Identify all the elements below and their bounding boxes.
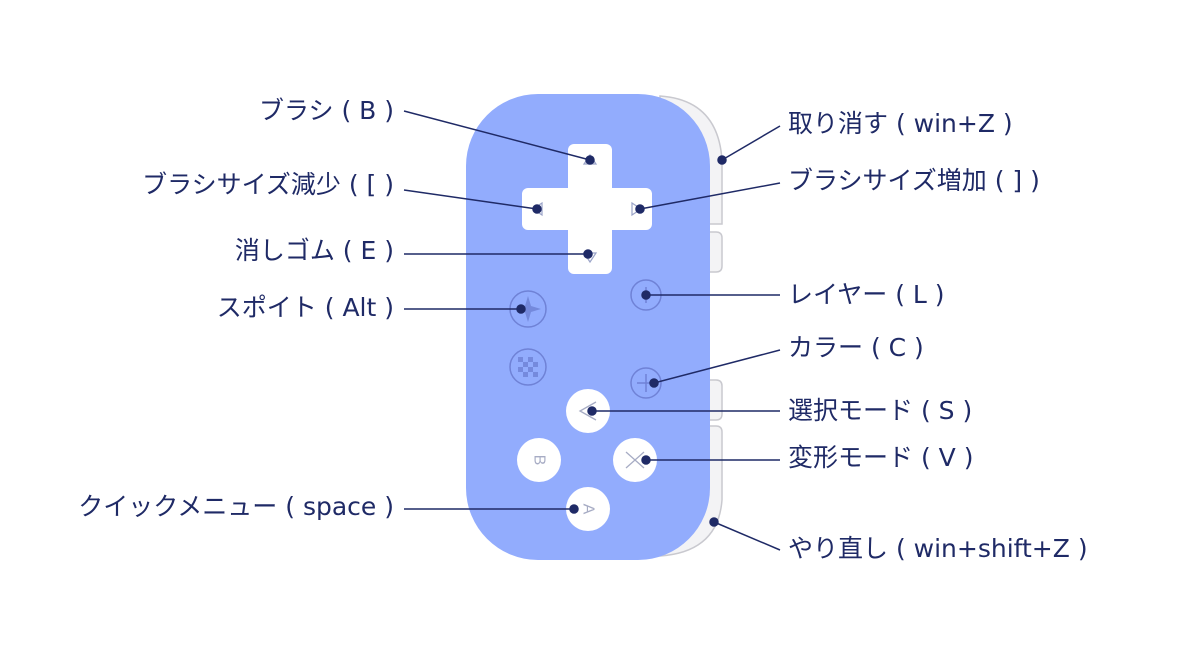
callout-dot-color [649,378,659,388]
callout-dot-select-mode [587,406,597,416]
label-eraser: 消しゴム ( E ) [234,236,394,265]
a-button-label: A [580,504,597,515]
b-button-label: B [531,455,548,466]
x-icon [625,451,645,469]
callout-dot-brush-size-up [635,204,645,214]
pattern-button[interactable] [509,348,547,386]
label-transform-mode: 変形モード ( V ) [788,443,974,472]
callout-dot-quick-menu [569,504,579,514]
callout-line-redo [713,521,781,551]
label-brush-size-down: ブラシサイズ減少 ( [ ) [142,170,394,199]
callout-line-brush-size-up [639,182,781,210]
callout-dot-eyedropper [516,304,526,314]
a-button[interactable]: A [566,487,610,531]
callout-line-color [653,349,781,384]
d-pad[interactable] [522,144,652,274]
label-quick-menu: クイックメニュー ( space ) [78,492,394,521]
label-eyedropper: スポイト ( Alt ) [216,293,394,322]
callout-dot-brush-size-down [532,204,542,214]
label-color: カラー ( C ) [788,333,924,362]
b-button[interactable]: B [517,438,561,482]
callout-line-brush-size-down [403,189,538,210]
callout-lines [403,110,781,551]
callout-dot-brush [585,155,595,165]
label-layer: レイヤー ( L ) [788,280,945,309]
label-brush-size-up: ブラシサイズ増加 ( ] ) [788,166,1040,195]
sparkle-icon [515,296,541,322]
callout-line-undo [721,125,781,161]
checker-icon [518,357,538,377]
label-redo: やり直し ( win+shift+Z ) [788,534,1088,563]
label-brush: ブラシ ( B ) [259,96,394,125]
label-select-mode: 選択モード ( S ) [788,396,973,425]
callout-dot-layer [641,290,651,300]
callout-dot-undo [717,155,727,165]
callout-line-brush [403,110,591,161]
callout-dot-eraser [583,249,593,259]
transform-mode-button[interactable] [613,438,657,482]
d-pad-horizontal [522,188,652,230]
select-icon [578,401,597,421]
label-undo: 取り消す ( win+Z ) [788,109,1013,138]
callout-dot-transform-mode [641,455,651,465]
callout-dot-redo [709,517,719,527]
